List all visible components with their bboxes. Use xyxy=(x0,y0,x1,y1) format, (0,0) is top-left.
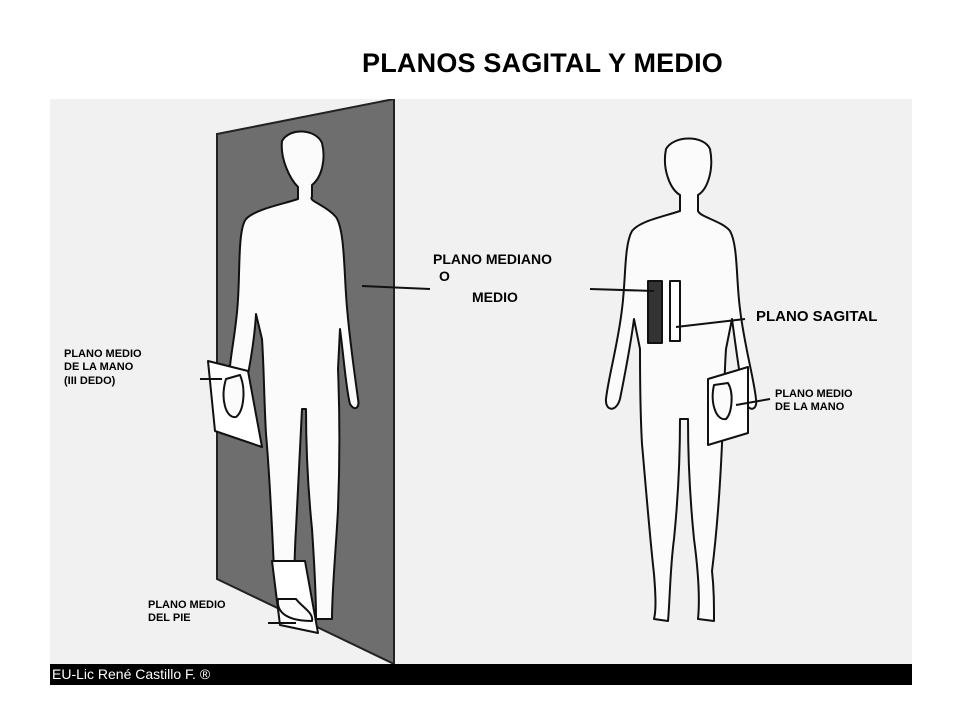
leader-lines xyxy=(200,285,771,624)
label-medio-mano-iii: PLANO MEDIO DE LA MANO (III DEDO) xyxy=(64,348,142,387)
footer-bar: EU-Lic René Castillo F. ® xyxy=(50,664,912,685)
median-plane-strip xyxy=(647,280,663,344)
label-plano-mediano: PLANO MEDIANO O MEDIO xyxy=(433,251,552,306)
sagital-plane-strip xyxy=(669,280,681,342)
slide-title: PLANOS SAGITAL Y MEDIO xyxy=(362,48,723,78)
left-figure xyxy=(207,130,360,634)
label-medio-mano: PLANO MEDIO DE LA MANO xyxy=(775,388,853,414)
illustration-panel: PLANO MEDIANO O MEDIO PLANO SAGITAL PLAN… xyxy=(50,99,912,664)
label-plano-sagital: PLANO SAGITAL xyxy=(756,308,878,325)
anatomy-illustration xyxy=(200,99,771,664)
footer-credit: EU-Lic René Castillo F. ® xyxy=(52,666,211,682)
right-figure xyxy=(604,137,758,622)
label-medio-pie: PLANO MEDIO DEL PIE xyxy=(148,599,226,625)
